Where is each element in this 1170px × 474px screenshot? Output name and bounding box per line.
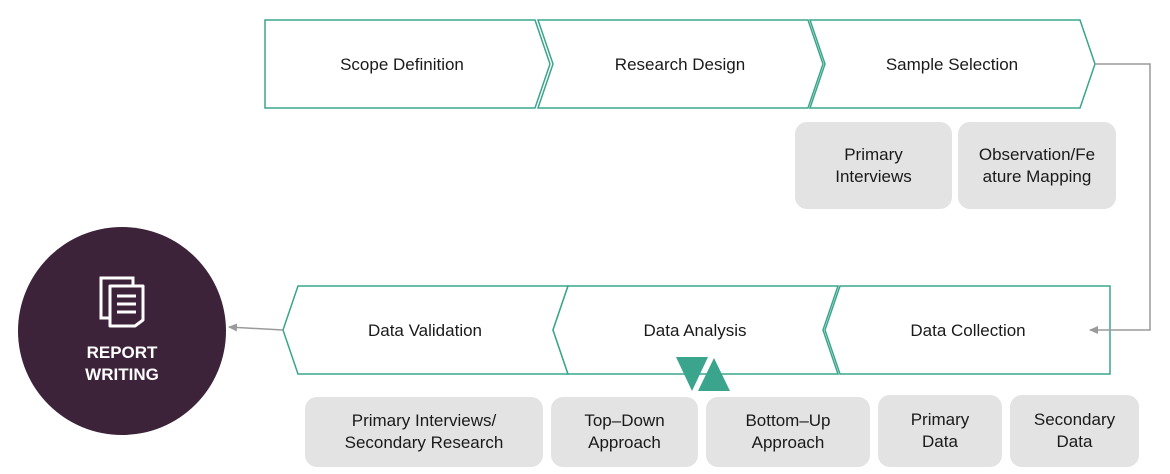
connector-validation-to-report xyxy=(228,323,284,332)
sample-selection-label: Sample Selection xyxy=(886,55,1018,74)
observation-feature-mapping-label: Observation/Feature Mapping xyxy=(978,144,1096,186)
observation-feature-mapping-box: Observation/Feature Mapping xyxy=(958,122,1116,209)
triangles-icon xyxy=(676,357,730,391)
primary-data-label: Primary Data xyxy=(910,410,970,451)
primary-interviews-label: Primary Interviews xyxy=(835,144,912,186)
primary-data-box: Primary Data xyxy=(878,395,1002,467)
primary-interviews-box: Primary Interviews xyxy=(795,122,952,209)
secondary-data-label: Secondary Data xyxy=(1033,410,1116,451)
report-writing-circle: REPORT WRITING xyxy=(18,227,226,435)
report-writing-label: REPORT WRITING xyxy=(85,343,159,384)
research-design-label: Research Design xyxy=(615,55,745,74)
chevron-sample-selection xyxy=(808,19,1096,109)
top-down-approach-label: Top–Down Approach xyxy=(584,411,665,452)
chevron-data-analysis xyxy=(552,285,840,375)
bottom-up-approach-label: Bottom–Up Approach xyxy=(745,411,831,452)
primary-secondary-research-box: Primary Interviews/ Secondary Research xyxy=(305,397,543,467)
secondary-data-box: Secondary Data xyxy=(1010,395,1139,467)
chevron-scope-definition xyxy=(264,19,551,109)
connector-sample-to-collection xyxy=(1089,63,1151,334)
data-collection-label: Data Collection xyxy=(910,321,1025,340)
top-down-approach-box: Top–Down Approach xyxy=(551,397,698,467)
primary-secondary-research-label: Primary Interviews/ Secondary Research xyxy=(344,411,504,452)
data-analysis-label: Data Analysis xyxy=(644,321,747,340)
bottom-up-approach-box: Bottom–Up Approach xyxy=(706,397,870,467)
data-validation-label: Data Validation xyxy=(368,321,482,340)
chevron-research-design xyxy=(536,19,824,109)
scope-definition-label: Scope Definition xyxy=(340,55,464,74)
document-icon xyxy=(99,276,145,328)
